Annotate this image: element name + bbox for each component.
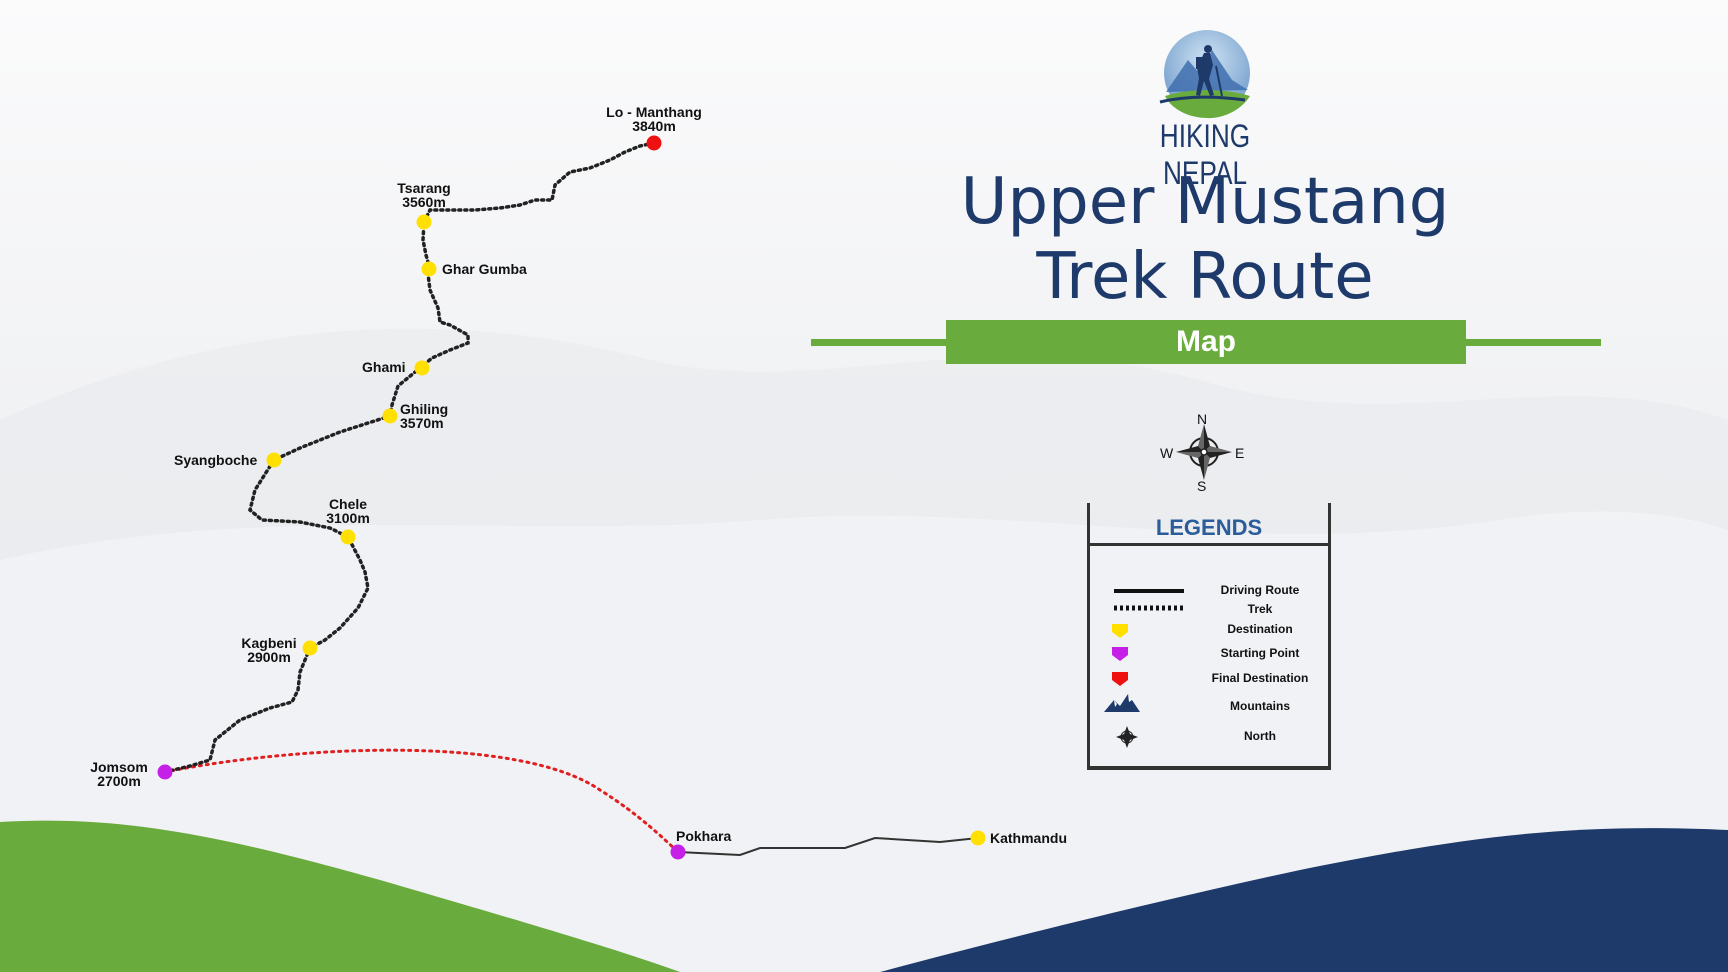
chele-name: Chele <box>328 496 368 512</box>
lo-manthang-marker <box>646 135 662 151</box>
banner-rule-left <box>811 339 946 346</box>
lo-manthang-name: Lo - Manthang <box>606 104 702 120</box>
syangboche-marker <box>266 452 282 468</box>
syangboche-label: Syangboche <box>174 452 258 468</box>
compass-n-label: N <box>1197 411 1208 427</box>
kagbeni-label: Kagbeni 2900m <box>236 636 302 664</box>
jomsom-label: Jomsom 2700m <box>86 760 152 788</box>
red-pin-icon <box>1112 672 1128 686</box>
brand-name: HIKING NEPAL <box>1159 118 1251 191</box>
yellow-pin-icon <box>1112 624 1128 638</box>
ghiling-marker <box>382 408 398 424</box>
pokhara-marker <box>670 844 686 860</box>
legend-label-destination: Destination <box>1227 622 1293 636</box>
kagbeni-marker <box>302 640 318 656</box>
banner-rule-right <box>1466 339 1601 346</box>
jomsom-altitude: 2700m <box>97 773 141 789</box>
compass-icon <box>1176 424 1232 480</box>
ghiling-label: Ghiling 3570m <box>400 402 448 430</box>
legend-label-north: North <box>1244 729 1276 743</box>
tsarang-altitude: 3560m <box>402 194 446 210</box>
map-banner <box>946 320 1466 364</box>
map-banner-label: Map <box>1176 325 1236 358</box>
chele-label: Chele 3100m <box>318 497 378 525</box>
small-compass-icon <box>1116 726 1138 748</box>
lo-manthang-altitude: 3840m <box>632 118 676 134</box>
kathmandu-label: Kathmandu <box>990 830 1067 846</box>
legend-divider <box>1090 543 1328 546</box>
compass-s-label: S <box>1197 478 1207 494</box>
page-title-line-2: Trek Route <box>1036 240 1374 314</box>
purple-pin-icon <box>1112 647 1128 661</box>
flight-route <box>163 748 680 854</box>
ghami-marker <box>414 360 430 376</box>
jomsom-marker <box>157 764 173 780</box>
legend-panel: LEGENDS Driving Route Trek Destination S… <box>1087 503 1331 770</box>
legend-label-final-destination: Final Destination <box>1211 671 1309 685</box>
kagbeni-name: Kagbeni <box>241 635 297 651</box>
driving-route <box>677 836 979 857</box>
tsarang-label: Tsarang 3560m <box>384 181 464 209</box>
jomsom-name: Jomsom <box>90 759 148 775</box>
chele-altitude: 3100m <box>326 510 370 526</box>
tsarang-marker <box>416 214 432 230</box>
lo-manthang-label: Lo - Manthang 3840m <box>598 105 710 133</box>
chele-marker <box>340 529 356 545</box>
legend-label-mountains: Mountains <box>1230 699 1290 713</box>
hiking-nepal-logo <box>1159 30 1250 119</box>
ghar-gumba-label: Ghar Gumba <box>442 261 527 277</box>
pokhara-label: Pokhara <box>676 828 732 844</box>
compass-w-label: W <box>1160 445 1174 461</box>
legend-icons <box>1104 589 1184 748</box>
ghar-gumba-marker <box>421 261 437 277</box>
legend-title: LEGENDS <box>1155 515 1263 540</box>
page-title-line-1: Upper Mustang <box>960 165 1450 239</box>
snowfield-layer <box>0 511 1728 972</box>
ghiling-name: Ghiling <box>400 401 449 417</box>
kagbeni-altitude: 2900m <box>247 649 291 665</box>
legend-label-driving-route: Driving Route <box>1220 583 1300 597</box>
navy-wave <box>880 828 1728 972</box>
ghiling-altitude: 3570m <box>400 415 444 431</box>
green-wave <box>0 820 680 972</box>
legend-label-starting-point: Starting Point <box>1220 646 1300 660</box>
tsarang-name: Tsarang <box>397 180 451 196</box>
compass-e-label: E <box>1235 445 1245 461</box>
kathmandu-marker <box>970 830 986 846</box>
legend-label-trek: Trek <box>1247 602 1273 616</box>
ghami-label: Ghami <box>362 359 406 375</box>
